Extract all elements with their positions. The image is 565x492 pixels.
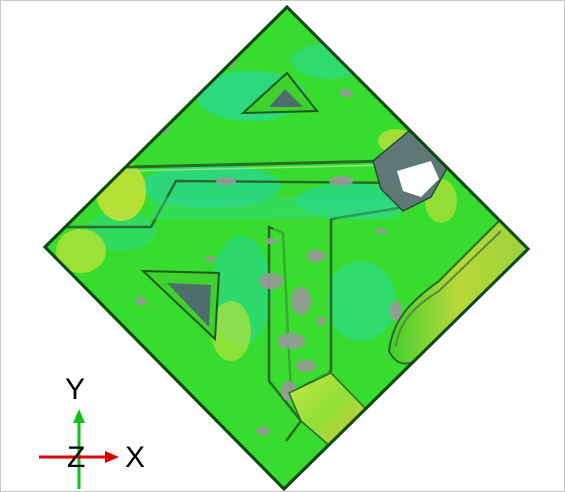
y-axis-label: Y xyxy=(65,373,86,406)
z-axis-label: Z xyxy=(67,441,86,474)
x-axis-label: X xyxy=(125,441,146,474)
